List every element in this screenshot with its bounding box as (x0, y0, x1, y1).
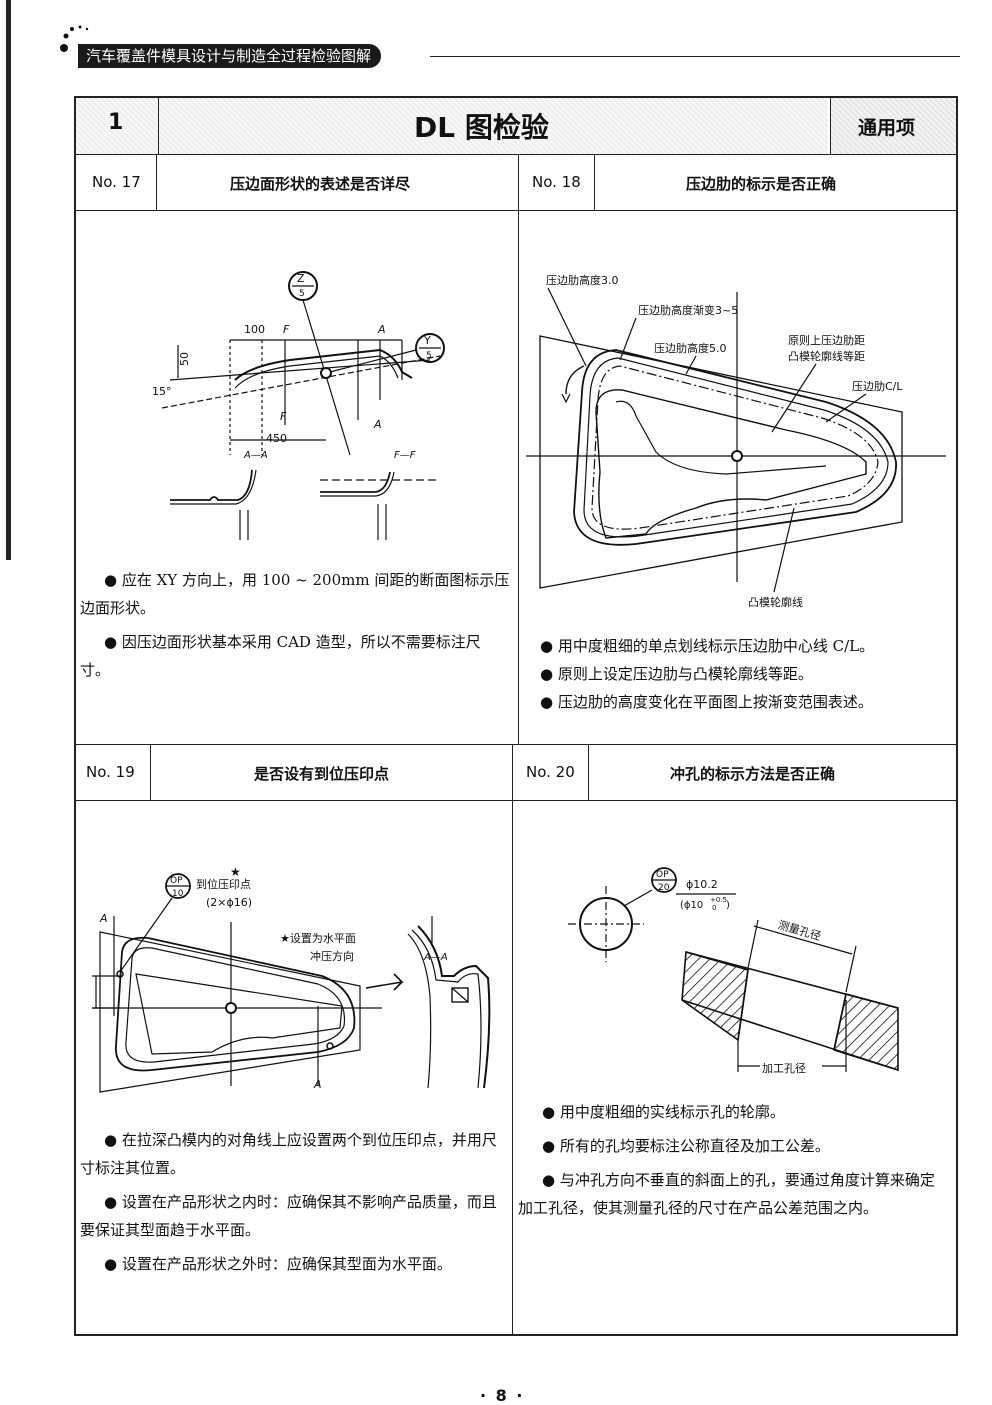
item-20-bullet: ● 用中度粗细的实线标示孔的轮廓。 (542, 1103, 785, 1121)
item-20-text: ● 用中度粗细的实线标示孔的轮廓。 ● 所有的孔均要标注公称直径及加工公差。 ●… (518, 1098, 948, 1228)
grid-line (150, 744, 151, 800)
bead-height-3-label: 压边肋高度3.0 (546, 273, 619, 287)
grid-line (830, 98, 831, 154)
item-18-title: 压边肋的标示是否正确 (686, 175, 837, 193)
dim-a: A (377, 323, 386, 336)
item-20-number: No. 20 (526, 763, 575, 781)
tolerance-upper: +0.5 (710, 896, 727, 904)
section-aa-label: A—A (423, 952, 448, 963)
dim-15: 15° (152, 385, 172, 398)
grid-line (518, 154, 519, 744)
press-direction-label: 冲压方向 (310, 949, 354, 963)
svg-text:5: 5 (299, 289, 305, 299)
grid-line (156, 154, 157, 210)
grid-line (512, 744, 513, 1334)
grid-line (76, 210, 956, 211)
section-aa-label: A—A (243, 450, 268, 461)
header-rule (430, 56, 960, 57)
item-17-bullet: ● 因压边面形状基本采用 CAD 造型，所以不需要标注尺寸。 (80, 633, 481, 679)
horizontal-surface-label: ★设置为水平面 (280, 932, 356, 945)
callout-y-icon (415, 333, 445, 363)
section-title: DL 图检验 (414, 111, 549, 144)
dim-450: 450 (266, 432, 287, 445)
item-18-bullet: ● 用中度粗细的单点划线标示压边肋中心线 C/L。 (540, 637, 875, 655)
item-17-text: ● 应在 XY 方向上，用 100 ~ 200mm 间距的断面图标示压边面形状。… (80, 566, 510, 690)
item-18-text: ● 用中度粗细的单点划线标示压边肋中心线 C/L。 ● 原则上设定压边肋与凸模轮… (540, 632, 874, 716)
section-mark-a-bottom: A (313, 1078, 322, 1091)
item-19-bullet: ● 设置在产品形状之外时：应确保其型面为水平面。 (104, 1255, 452, 1273)
op-number: 20 (658, 883, 670, 893)
op-number: 10 (172, 889, 184, 899)
item-19-number: No. 19 (86, 763, 135, 781)
nominal-diameter: ϕ10.2 (686, 878, 718, 891)
section-number: 1 (108, 110, 124, 135)
nominal-diameter-ref: (ϕ10 (680, 900, 703, 911)
dim-f: F (283, 323, 290, 336)
punch-outline-label: 凸模轮廓线 (748, 595, 803, 609)
dim-100: 100 (244, 323, 265, 336)
header-dots-icon (60, 25, 89, 52)
item-18-bullet: ● 原则上设定压边肋与凸模轮廓线等距。 (540, 665, 813, 683)
tolerance-lower: 0 (712, 904, 716, 912)
item-19-title: 是否设有到位压印点 (254, 765, 390, 783)
page-number: · 8 · (480, 1386, 525, 1405)
margin-bar (6, 0, 11, 560)
section-mark-a-top: A (99, 912, 108, 925)
item-18-bullet: ● 压边肋的高度变化在平面图上按渐变范围表述。 (540, 693, 873, 711)
section-title-cell (158, 98, 828, 154)
mark-a: A (373, 418, 382, 431)
grid-line (76, 800, 956, 801)
item-18-number: No. 18 (532, 173, 581, 191)
figure-locating-marks: ★ OP 10 到位压印点 (2×ϕ16) ★设置为水平面 冲压方向 A—A A… (92, 865, 491, 1093)
locating-mark-label: 到位压印点 (196, 877, 251, 891)
section-ff-label: F—F (394, 450, 416, 461)
processed-diameter-label: 加工孔径 (762, 1062, 806, 1075)
grid-line (76, 154, 956, 155)
op-label: OP (170, 876, 183, 886)
item-20-title: 冲孔的标示方法是否正确 (670, 765, 836, 783)
bead-cl-label: 压边肋C/L (852, 379, 903, 393)
figure-draw-bead: 压边肋高度3.0 压边肋高度渐变3~5 压边肋高度5.0 原则上压边肋距 凸模轮… (526, 273, 946, 609)
page-frame (74, 96, 958, 1336)
item-19-text: ● 在拉深凸模内的对角线上应设置两个到位压印点，并用尺寸标注其位置。 ● 设置在… (80, 1126, 504, 1284)
bead-offset-label-2: 凸模轮廓线等距 (788, 349, 865, 363)
grid-line (594, 154, 595, 210)
grid-line (588, 744, 589, 800)
nominal-diameter-ref-close: ) (726, 900, 730, 911)
grid-line (158, 98, 159, 154)
op-label: OP (656, 870, 669, 880)
dim-50: 50 (178, 352, 191, 366)
item-17-bullet: ● 应在 XY 方向上，用 100 ~ 200mm 间距的断面图标示压边面形状。 (80, 571, 510, 617)
item-17-title: 压边面形状的表述是否详尽 (230, 175, 411, 193)
section-number-cell (76, 98, 158, 154)
svg-text:5: 5 (426, 351, 432, 361)
bead-height-5-label: 压边肋高度5.0 (654, 341, 727, 355)
svg-text:Y: Y (423, 334, 431, 347)
bead-offset-label: 原则上压边肋距 (788, 333, 865, 347)
grid-line (76, 744, 956, 745)
item-17-number: No. 17 (92, 173, 141, 191)
bead-height-transition-label: 压边肋高度渐变3~5 (638, 303, 738, 317)
figure-punched-hole: OP 20 ϕ10.2 (ϕ10 +0.5 0 ) 测量孔径 加工孔径 (568, 867, 899, 1076)
figure-binder-surface: Z 5 Y 5 100 F A 50 15° 450 F A A—A F—F (152, 271, 445, 540)
item-20-bullet: ● 与冲孔方向不垂直的斜面上的孔，要通过角度计算来确定加工孔径，使其测量孔径的尺… (518, 1171, 935, 1217)
item-19-bullet: ● 在拉深凸模内的对角线上应设置两个到位压印点，并用尺寸标注其位置。 (80, 1131, 497, 1177)
section-category-cell (830, 98, 956, 154)
callout-z-label: Z (297, 272, 305, 285)
mark-f: F (280, 410, 287, 423)
locating-mark-size: (2×ϕ16) (206, 896, 252, 909)
book-title: 汽车覆盖件模具设计与制造全过程检验图解 (78, 44, 382, 68)
item-19-bullet: ● 设置在产品形状之内时：应确保其不影响产品质量，而且要保证其型面趋于水平面。 (80, 1193, 497, 1239)
item-20-bullet: ● 所有的孔均要标注公称直径及加工公差。 (542, 1137, 830, 1155)
section-category: 通用项 (858, 117, 916, 139)
star-icon: ★ (230, 865, 241, 879)
